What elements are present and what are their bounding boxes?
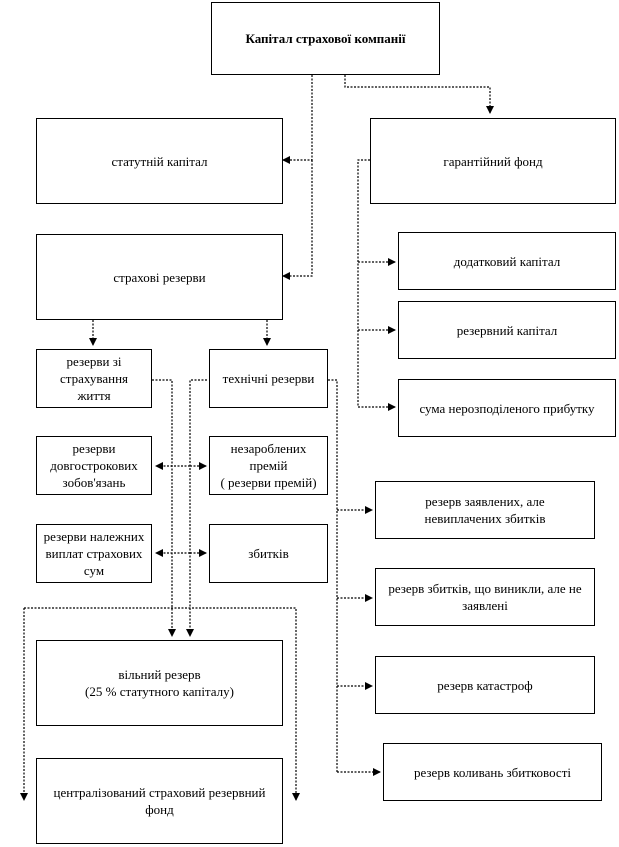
reserve-capital-box: резервний капітал <box>398 301 616 359</box>
title-text: Капітал страхової компанії <box>245 31 406 46</box>
losses-box: збитків <box>209 524 328 583</box>
retained-earnings-box: сума нерозподіленого прибутку <box>398 379 616 437</box>
due-payments-reserves-label: резерви належних виплат страхових сум <box>43 529 145 578</box>
connector-title-reserves <box>282 160 313 280</box>
connector-title-guarantee <box>344 75 494 114</box>
additional-capital-label: додатковий капітал <box>453 253 561 269</box>
connector-frame-top <box>24 607 300 801</box>
life-reserves-label: резерви зі страхування життя <box>59 354 128 403</box>
life-reserves-box: резерви зі страхування життя <box>36 349 152 408</box>
reported-unpaid-label: резерв заявлених, але невиплачених збитк… <box>424 494 546 526</box>
catastrophe-reserve-label: резерв катастроф <box>437 677 533 693</box>
additional-capital-box: додатковий капітал <box>398 232 616 290</box>
connector-title-statutory <box>282 75 313 164</box>
technical-reserves-box: технічні резерви <box>209 349 328 408</box>
due-payments-reserves-box: резерви належних виплат страхових сум <box>36 524 152 583</box>
incurred-not-reported-box: резерв збитків, що виникли, але не заявл… <box>375 568 595 626</box>
longterm-reserves-label: резерви довгострокових зобов'язань <box>50 441 138 490</box>
loss-fluctuation-reserve-label: резерв коливань збитковості <box>413 764 571 780</box>
title-box: Капітал страхової компанії <box>211 2 440 75</box>
connector-center-spine <box>152 379 176 637</box>
centralized-fund-box: централізований страховий резервний фонд <box>36 758 283 844</box>
reserve-capital-label: резервний капітал <box>456 322 558 338</box>
longterm-reserves-box: резерви довгострокових зобов'язань <box>36 436 152 495</box>
unearned-premiums-label: незароблених премій ( резерви премій) <box>220 441 317 490</box>
unearned-premiums-box: незароблених премій ( резерви премій) <box>209 436 328 495</box>
statutory-capital-box: статутній капітал <box>36 118 283 204</box>
connector-guarantee-spine <box>357 159 370 407</box>
losses-label: збитків <box>248 546 289 561</box>
free-reserve-box: вільний резерв (25 % статутного капіталу… <box>36 640 283 726</box>
technical-reserves-label: технічні резерви <box>222 371 315 386</box>
statutory-capital-label: статутній капітал <box>111 153 208 169</box>
guarantee-fund-box: гарантійний фонд <box>370 118 616 204</box>
insurance-reserves-box: страхові резерви <box>36 234 283 320</box>
retained-earnings-label: сума нерозподіленого прибутку <box>419 400 595 416</box>
catastrophe-reserve-box: резерв катастроф <box>375 656 595 714</box>
connector-technical-right-spine <box>328 379 338 772</box>
loss-fluctuation-reserve-box: резерв коливань збитковості <box>383 743 602 801</box>
free-reserve-label: вільний резерв (25 % статутного капіталу… <box>85 667 234 699</box>
connector-technical-spine <box>186 379 207 637</box>
reported-unpaid-box: резерв заявлених, але невиплачених збитк… <box>375 481 595 539</box>
insurance-reserves-label: страхові резерви <box>113 269 206 285</box>
incurred-not-reported-label: резерв збитків, що виникли, але не заявл… <box>388 581 582 613</box>
guarantee-fund-label: гарантійний фонд <box>443 153 543 169</box>
centralized-fund-label: централізований страховий резервний фонд <box>53 785 266 817</box>
